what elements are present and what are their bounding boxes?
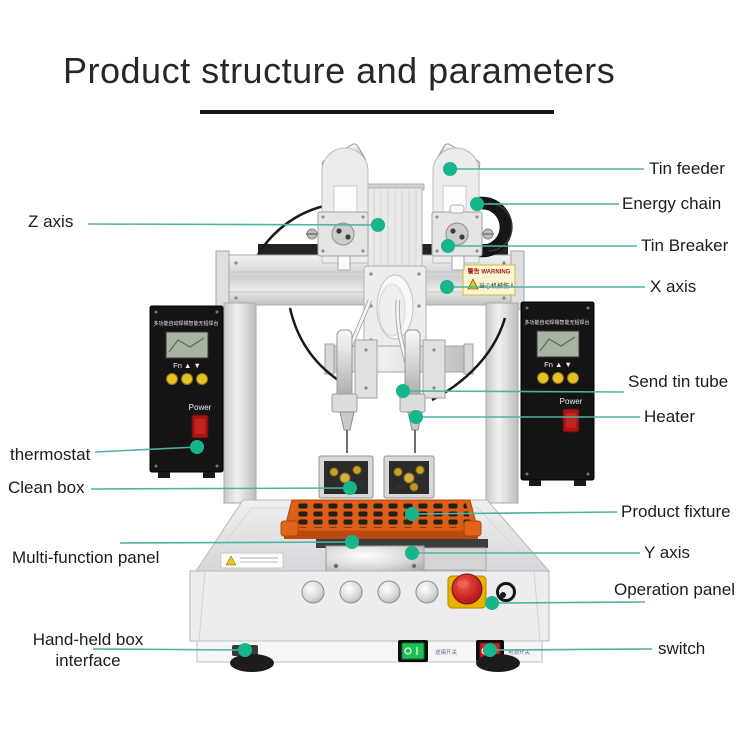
callout-label-x-axis: X axis: [650, 277, 697, 296]
callout-dot-tin-breaker: [441, 239, 455, 253]
power-switch-label: 电源开关: [508, 648, 531, 656]
panel-header-text: 多功能自动焊锡智能无铅焊台: [153, 320, 218, 327]
energy-chain: [451, 196, 513, 258]
callout-dot-multi-function: [345, 535, 359, 549]
callout-line-product-fixture: [411, 511, 618, 515]
callout-label-switch: switch: [658, 639, 706, 658]
callout-dot-z-axis: [371, 218, 385, 232]
panel-button: [166, 373, 178, 385]
left-leg: [223, 302, 257, 504]
thermostat-panel-right: 多功能自动焊锡智能无铅焊台 Fn ▲ ▼ Power: [520, 301, 595, 486]
callout-line-multi-function: [119, 541, 353, 544]
callout-dot-send-tin-tube: [396, 384, 410, 398]
z-carriage: [363, 265, 427, 351]
panel-button: [181, 373, 193, 385]
panel-keys-label: Fn ▲ ▼: [544, 360, 572, 369]
power-label: Power: [560, 397, 583, 406]
callout-dot-tin-feeder: [443, 162, 457, 176]
callout-label-energy-chain: Energy chain: [622, 194, 722, 213]
rubber-foot: [230, 654, 274, 672]
panel-keys-label: Fn ▲ ▼: [173, 361, 201, 370]
clean-box-right: [383, 455, 435, 499]
thermostat-panel-left: 多功能自动焊锡智能无铅焊台 Fn ▲ ▼ Power: [149, 305, 224, 478]
y-axis-slide: [316, 539, 488, 574]
panel-header-text: 多功能自动焊锡智能无铅焊台: [524, 319, 589, 326]
product-fixture: [280, 499, 482, 539]
tin-breaker-left: [306, 211, 369, 271]
warning-sticker: 警告 WARNING 当心机械伤人: [462, 264, 516, 296]
callout-label-thermostat: thermostat: [10, 445, 91, 464]
rubber-foot: [476, 654, 520, 672]
panel-button: [552, 372, 564, 384]
front-button: [301, 580, 325, 604]
warning-text: 当心机械伤人: [479, 282, 515, 290]
callout-dot-clean-box: [343, 481, 357, 495]
hand-held-label-line2: interface: [55, 651, 121, 670]
panel-button: [537, 372, 549, 384]
hand-held-label-line1: Hand-held box: [32, 630, 144, 649]
callout-dot-heater: [409, 410, 423, 424]
front-button: [339, 580, 363, 604]
title-underline: [200, 110, 554, 114]
panel-button: [196, 373, 208, 385]
callout-label-tin-feeder: Tin feeder: [649, 159, 725, 178]
tin-feed-switch-label: 送锡开关: [435, 648, 458, 656]
panel-button: [567, 372, 579, 384]
front-button: [377, 580, 401, 604]
callout-label-send-tin-tube: Send tin tube: [628, 372, 729, 391]
callout-lines: [87, 168, 653, 651]
callout-dot-hand-held: [238, 643, 252, 657]
callout-label-product-fixture: Product fixture: [621, 502, 731, 521]
callout-label-hand-held-box-interface: Hand-held box interface: [18, 629, 158, 671]
callout-label-clean-box: Clean box: [8, 478, 85, 497]
callout-line-switch: [496, 648, 653, 651]
callout-line-thermostat: [94, 446, 198, 453]
right-leg: [485, 302, 519, 504]
callout-label-tin-breaker: Tin Breaker: [641, 236, 729, 255]
callout-label-heater: Heater: [644, 407, 696, 426]
power-label: Power: [189, 403, 212, 412]
callout-line-clean-box: [90, 487, 351, 490]
callout-dot-energy-chain: [470, 197, 484, 211]
callout-dot-operation-panel: [485, 596, 499, 610]
callout-line-send-tin-tube: [402, 390, 625, 393]
callout-dot-thermostat: [190, 440, 204, 454]
callout-dots: [190, 162, 499, 657]
callout-label-operation-panel: Operation panel: [614, 580, 735, 599]
callout-label-y-axis: Y axis: [644, 543, 690, 562]
callout-dot-y-axis: [405, 546, 419, 560]
callout-label-z-axis: Z axis: [28, 212, 74, 231]
tin-feed-switch: [398, 640, 428, 662]
callout-label-multi-function-panel: Multi-function panel: [12, 548, 160, 567]
connector-port: [496, 582, 516, 602]
callout-dot-switch: [483, 643, 497, 657]
callout-dot-x-axis: [440, 280, 454, 294]
emergency-stop-button: [447, 573, 487, 609]
cable: [288, 307, 339, 382]
warning-title: 警告 WARNING: [467, 268, 511, 276]
solder-head-left: [331, 329, 378, 453]
callout-dot-product-fixture: [405, 507, 419, 521]
callout-line-hand-held: [92, 648, 246, 651]
callout-line-operation-panel: [491, 601, 646, 604]
page-title: Product structure and parameters: [63, 50, 616, 91]
callout-line-z-axis: [87, 223, 379, 226]
front-button: [415, 580, 439, 604]
